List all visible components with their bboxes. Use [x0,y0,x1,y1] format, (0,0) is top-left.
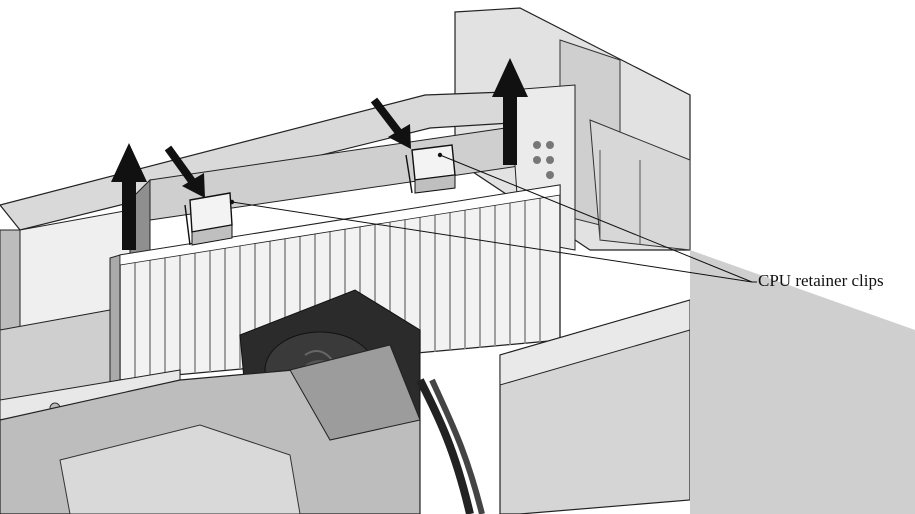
heatsink [109,184,561,383]
retainer-clip-right [405,144,456,194]
arrow-down-right-icon [370,97,411,149]
arrow-up-icon [492,58,528,165]
power-supply [499,250,915,514]
arrow-down-right-icon [164,145,205,198]
chassis-bottom-tray [0,344,421,514]
callout-label-cpu-retainer-clips: CPU retainer clips [758,271,884,290]
callout-leader-lines [229,152,757,283]
arrow-up-icon [111,143,147,250]
retainer-clip-left [184,192,233,246]
